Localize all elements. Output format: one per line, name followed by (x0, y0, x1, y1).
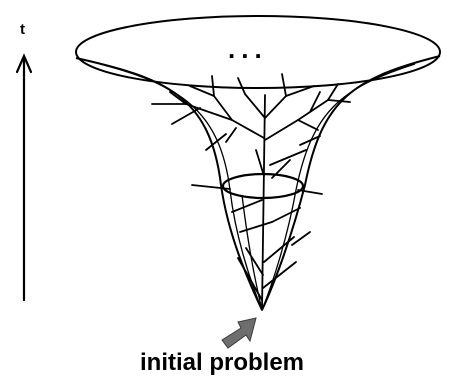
tree-branch (237, 77, 246, 95)
cone-front-line (241, 194, 263, 311)
tree-branch (327, 99, 351, 103)
cone-left-wall (75, 57, 263, 311)
tree-branch (291, 231, 311, 246)
tree-branch (237, 257, 263, 301)
tree-branch (205, 133, 227, 151)
diagonal-arrow-icon (221, 317, 257, 349)
tree-branch (297, 119, 319, 131)
cone-left-inner (99, 63, 263, 311)
tree-branch (189, 85, 215, 97)
tree-branch (285, 85, 315, 97)
tree-branch (231, 119, 265, 139)
tree-branch (269, 149, 307, 166)
up-arrow-icon (15, 53, 33, 74)
tree-branch (281, 73, 287, 97)
tree-branch (213, 95, 233, 121)
tree-branch (169, 91, 187, 105)
tree-branch (244, 93, 266, 119)
tree-branch (191, 184, 231, 190)
initial-problem-caption: initial problem (140, 349, 305, 376)
tree-branch (297, 99, 329, 121)
tree-branch (263, 236, 295, 263)
top-ellipse (75, 15, 441, 89)
time-axis-label: t (20, 21, 25, 38)
tree-branch (255, 149, 265, 177)
cone-right-wall (261, 55, 441, 311)
tree-branch (271, 207, 301, 223)
search-tree (151, 73, 351, 311)
tree-branch (309, 91, 321, 113)
tree-trunk (261, 94, 266, 311)
top-ellipsis-dots: ... (228, 34, 268, 64)
tree-branch (171, 107, 201, 125)
tree-branch (239, 221, 273, 233)
tree-branch (271, 159, 291, 179)
tree-branch (264, 95, 287, 119)
tree-branch (211, 75, 215, 97)
tree-branch (264, 119, 299, 141)
tree-branch (231, 199, 263, 213)
tree-branch (327, 83, 339, 101)
tree-branch (225, 127, 237, 143)
tree-branch (262, 261, 297, 289)
tree-branch (185, 103, 233, 121)
pointer-arrow-shape (221, 317, 257, 349)
tree-branch (245, 247, 264, 276)
tree-branch (299, 135, 321, 146)
time-axis (15, 53, 33, 302)
tree-branch (297, 189, 323, 195)
